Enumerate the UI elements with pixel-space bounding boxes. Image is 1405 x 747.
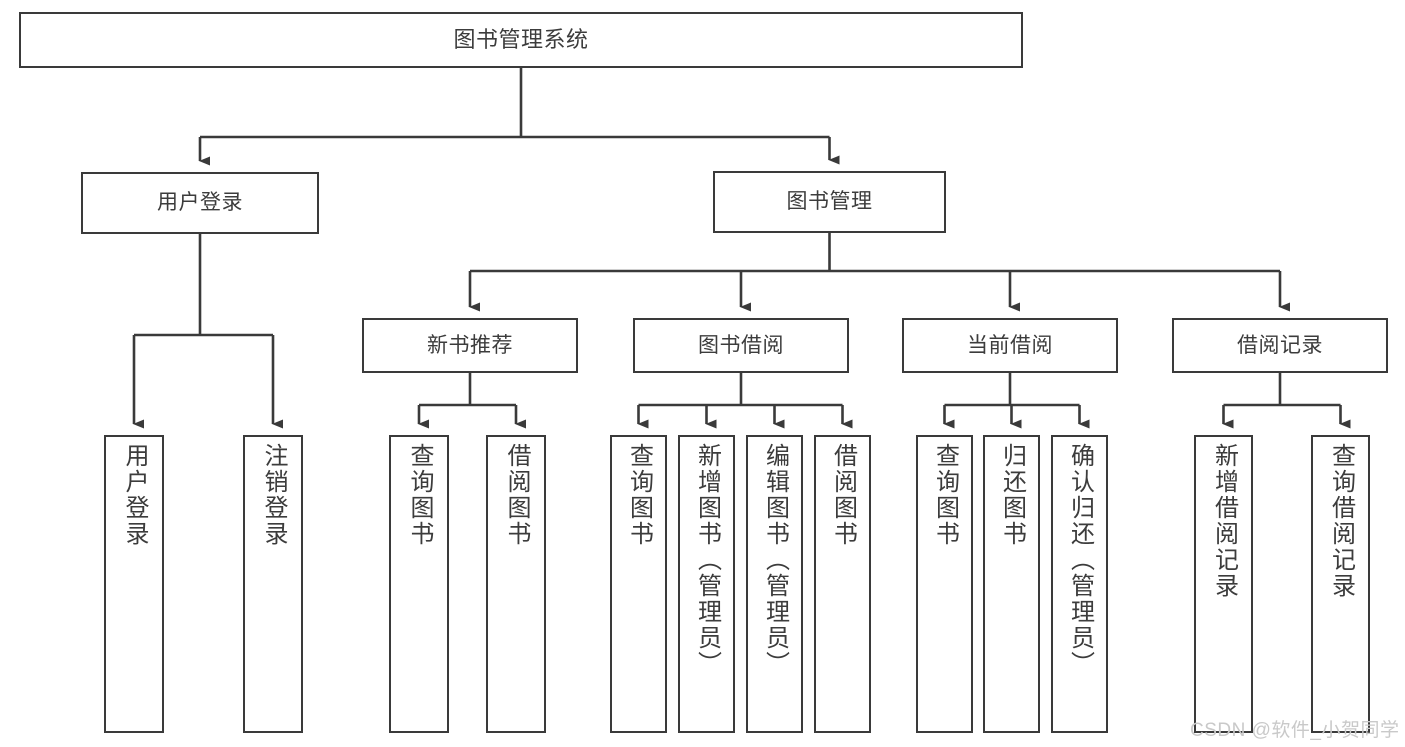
node-leaf-borrow-book-1[interactable]: 借阅图书	[486, 435, 546, 733]
node-label-leaf-user-logout: 注销登录	[260, 443, 287, 547]
node-root[interactable]: 图书管理系统	[19, 12, 1023, 68]
node-current-borrow[interactable]: 当前借阅	[902, 318, 1118, 373]
node-label-leaf-add-book: 新增图书（管理员）	[693, 443, 721, 677]
node-label-leaf-query-record: 查询借阅记录	[1327, 443, 1355, 599]
node-leaf-add-record[interactable]: 新增借阅记录	[1194, 435, 1253, 733]
node-label-leaf-borrow-book-1: 借阅图书	[503, 443, 530, 547]
node-book-manage[interactable]: 图书管理	[713, 171, 946, 233]
node-label-new-book-rec: 新书推荐	[427, 333, 513, 357]
node-user-login[interactable]: 用户登录	[81, 172, 319, 234]
node-leaf-query-book-2[interactable]: 查询图书	[610, 435, 667, 733]
node-label-leaf-query-book-2: 查询图书	[625, 443, 653, 547]
node-label-user-login: 用户登录	[157, 191, 243, 215]
node-label-leaf-user-login: 用户登录	[121, 443, 148, 547]
node-label-leaf-confirm-return: 确认归还（管理员）	[1066, 443, 1094, 677]
node-leaf-borrow-book-2[interactable]: 借阅图书	[814, 435, 871, 733]
node-leaf-query-book-3[interactable]: 查询图书	[916, 435, 973, 733]
node-leaf-query-book-1[interactable]: 查询图书	[389, 435, 449, 733]
node-leaf-user-logout[interactable]: 注销登录	[243, 435, 303, 733]
node-label-leaf-edit-book: 编辑图书（管理员）	[761, 443, 789, 677]
node-label-leaf-query-book-1: 查询图书	[406, 443, 433, 547]
node-label-leaf-borrow-book-2: 借阅图书	[829, 443, 857, 547]
node-label-root: 图书管理系统	[453, 26, 589, 52]
node-new-book-rec[interactable]: 新书推荐	[362, 318, 578, 373]
node-label-leaf-return-book: 归还图书	[998, 443, 1026, 547]
node-label-leaf-add-record: 新增借阅记录	[1210, 443, 1238, 599]
node-leaf-edit-book[interactable]: 编辑图书（管理员）	[746, 435, 803, 733]
node-label-book-manage: 图书管理	[786, 190, 873, 214]
node-label-book-borrow: 图书借阅	[698, 333, 784, 357]
csdn-watermark: CSDN @软件_小贺同学	[1190, 720, 1400, 741]
node-leaf-confirm-return[interactable]: 确认归还（管理员）	[1051, 435, 1108, 733]
node-leaf-add-book[interactable]: 新增图书（管理员）	[678, 435, 735, 733]
node-label-leaf-query-book-3: 查询图书	[931, 443, 959, 547]
node-borrow-record[interactable]: 借阅记录	[1172, 318, 1388, 373]
node-label-current-borrow: 当前借阅	[967, 333, 1053, 357]
node-book-borrow[interactable]: 图书借阅	[633, 318, 849, 373]
node-label-borrow-record: 借阅记录	[1237, 333, 1323, 357]
node-leaf-user-login[interactable]: 用户登录	[104, 435, 164, 733]
node-leaf-return-book[interactable]: 归还图书	[983, 435, 1040, 733]
node-leaf-query-record[interactable]: 查询借阅记录	[1311, 435, 1370, 733]
